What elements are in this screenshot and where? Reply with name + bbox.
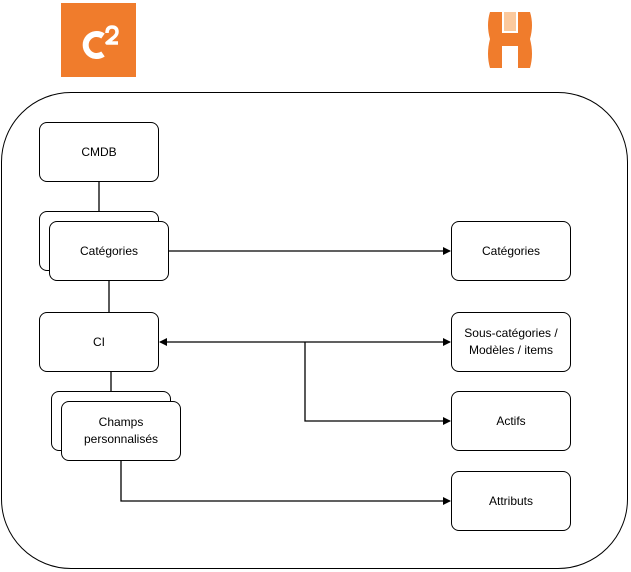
arrow-ci-assets (304, 342, 451, 425)
c2-logo-icon (61, 3, 136, 77)
node-attributes[interactable]: Attributs (451, 471, 571, 531)
h-logo-icon (484, 9, 536, 71)
node-subcategories[interactable]: Sous-catégories / Modèles / items (451, 312, 571, 372)
node-custom-fields[interactable]: Champs personnalisés (61, 401, 181, 461)
arrow-fields-attributes (120, 461, 451, 505)
node-categories-left[interactable]: Catégories (49, 221, 169, 281)
node-cmdb[interactable]: CMDB (39, 122, 159, 182)
node-assets[interactable]: Actifs (451, 391, 571, 451)
node-categories-right[interactable]: Catégories (451, 221, 571, 281)
node-ci[interactable]: CI (39, 312, 159, 372)
